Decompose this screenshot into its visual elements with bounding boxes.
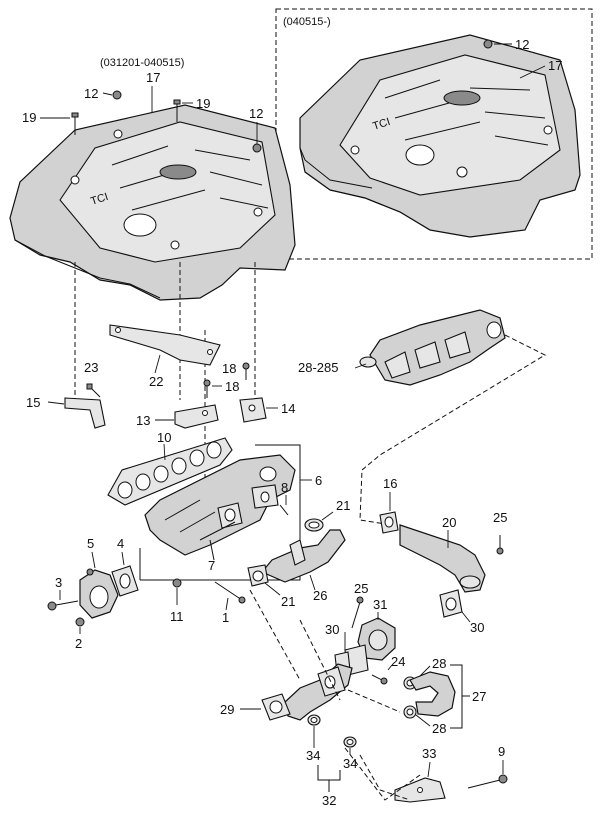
- callout-33: 33: [422, 746, 436, 761]
- callout-28-285: 28-285: [298, 360, 338, 375]
- engine-cover-early[interactable]: TCI: [9, 104, 296, 301]
- late-variant-label: (040515-): [283, 16, 331, 28]
- stud-1[interactable]: [214, 581, 246, 604]
- late-variant-frame: [275, 8, 593, 260]
- callout-1: 1: [222, 610, 229, 625]
- callout-22: 22: [149, 374, 163, 389]
- callout-34-left: 34: [306, 748, 320, 763]
- cover-badge-early: TCI: [89, 191, 110, 208]
- bracket-15[interactable]: [64, 397, 106, 429]
- callout-30-left: 30: [325, 622, 339, 637]
- hose-34-right[interactable]: [343, 736, 357, 748]
- callout-23: 23: [84, 360, 98, 375]
- egr-cooler-pipe[interactable]: [284, 663, 353, 721]
- callout-31: 31: [373, 597, 387, 612]
- bracket-22[interactable]: [109, 324, 221, 366]
- callout-29: 29: [220, 702, 234, 717]
- engine-cover-late[interactable]: TCI: [299, 34, 581, 238]
- hose-34-left[interactable]: [307, 714, 321, 726]
- egr-pipe-26[interactable]: [261, 529, 346, 583]
- bolt-3[interactable]: [47, 600, 79, 611]
- gasket-21-upper[interactable]: [304, 518, 324, 532]
- callout-21-upper: 21: [336, 498, 350, 513]
- callout-12-late: 12: [515, 37, 529, 52]
- early-variant-label: (031201-040515): [100, 57, 184, 69]
- callout-28-lower: 28: [432, 721, 446, 736]
- bolt-24[interactable]: [371, 674, 388, 685]
- flange-29[interactable]: [261, 693, 291, 721]
- callout-12-right: 12: [249, 106, 263, 121]
- callout-18-upper: 18: [222, 361, 236, 376]
- callout-11: 11: [170, 609, 184, 624]
- bolt-19-left[interactable]: [71, 112, 79, 135]
- manifold-28-285[interactable]: [359, 309, 506, 386]
- callout-24: 24: [391, 654, 405, 669]
- nut-12-right[interactable]: [252, 143, 262, 153]
- callout-32: 32: [322, 793, 336, 808]
- gasket-21-lower[interactable]: [247, 564, 269, 587]
- bolt-25-right[interactable]: [496, 535, 504, 555]
- callout-25-mid: 25: [354, 581, 368, 596]
- bolt-12-late[interactable]: [483, 39, 493, 49]
- hose-27[interactable]: [409, 671, 456, 717]
- gasket-4[interactable]: [111, 565, 139, 597]
- callout-21-lower: 21: [281, 594, 295, 609]
- callout-16: 16: [383, 476, 397, 491]
- bolt-18-lower[interactable]: [203, 379, 211, 398]
- callout-4: 4: [117, 536, 124, 551]
- nut-2[interactable]: [75, 617, 85, 627]
- bolt-25-mid[interactable]: [351, 596, 364, 629]
- callout-19-left: 19: [22, 110, 36, 125]
- callout-18-lower: 18: [225, 379, 239, 394]
- egr-pipe-20[interactable]: [399, 524, 486, 593]
- callout-19-right: 19: [196, 96, 210, 111]
- callout-15: 15: [26, 395, 40, 410]
- callout-14: 14: [281, 401, 295, 416]
- callout-9: 9: [498, 744, 505, 759]
- bracket-13[interactable]: [174, 404, 219, 429]
- bolt-9[interactable]: [467, 774, 508, 789]
- bracket-32: [317, 765, 341, 792]
- clamp-28-lower[interactable]: [403, 705, 417, 719]
- callout-8: 8: [281, 480, 288, 495]
- callout-10: 10: [157, 430, 171, 445]
- exhaust-manifold[interactable]: [144, 454, 296, 556]
- bolt-23[interactable]: [86, 383, 101, 398]
- callout-20: 20: [442, 515, 456, 530]
- gasket-16[interactable]: [379, 511, 399, 534]
- callout-28-upper: 28: [432, 656, 446, 671]
- callout-7: 7: [208, 558, 215, 573]
- gasket-30-right[interactable]: [439, 589, 463, 618]
- bolt-19-right[interactable]: [173, 99, 181, 122]
- callout-17-early: 17: [146, 70, 160, 85]
- callout-17-late: 17: [548, 58, 562, 73]
- callout-25-right: 25: [493, 510, 507, 525]
- callout-2: 2: [75, 636, 82, 651]
- bracket-33[interactable]: [394, 777, 446, 803]
- callout-6: 6: [315, 473, 322, 488]
- bracket-14[interactable]: [239, 397, 267, 423]
- callout-26: 26: [313, 588, 327, 603]
- callout-3: 3: [55, 575, 62, 590]
- cover-badge-late: TCI: [371, 116, 392, 133]
- gasket-10[interactable]: [107, 437, 233, 506]
- callout-27: 27: [472, 689, 486, 704]
- stud-7[interactable]: [209, 539, 215, 561]
- nut-11[interactable]: [172, 578, 182, 588]
- callout-30-right: 30: [470, 620, 484, 635]
- stud-8[interactable]: [279, 504, 289, 516]
- callout-5: 5: [87, 536, 94, 551]
- callout-12-top: 12: [84, 86, 98, 101]
- bolt-18-upper[interactable]: [242, 362, 250, 380]
- bracket-27: [450, 664, 470, 729]
- nut-12-top[interactable]: [112, 90, 122, 100]
- throttle-body-5[interactable]: [79, 568, 119, 619]
- callout-34-right: 34: [343, 756, 357, 771]
- assembly-bracket-6: [139, 444, 301, 581]
- callout-13: 13: [136, 413, 150, 428]
